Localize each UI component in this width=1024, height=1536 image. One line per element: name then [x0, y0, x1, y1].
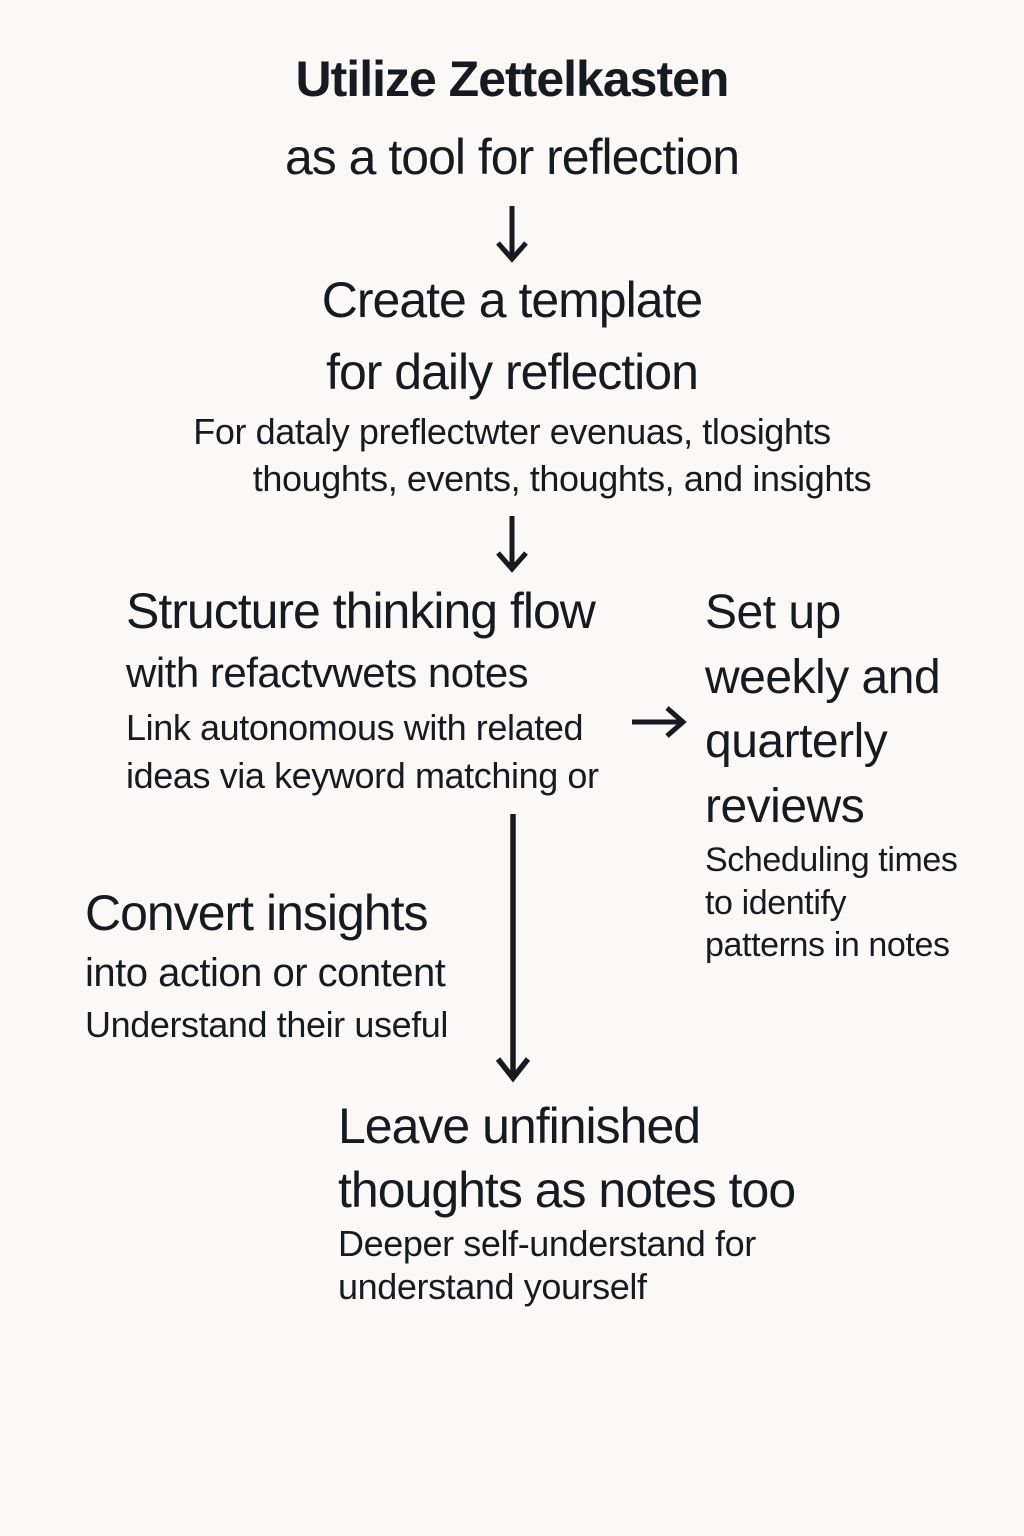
node-desc-line: patterns in notes: [705, 926, 950, 964]
node-desc-line: Deeper self-understand for: [338, 1223, 756, 1264]
node-title-line: as a tool for reflection: [284, 129, 740, 185]
node-title-line: thoughts as notes too: [338, 1162, 796, 1218]
flow-node-structure: Structure thinking flow with refactvwets…: [126, 580, 599, 800]
flow-node-utilize: Utilize Zettelkasten as a tool for refle…: [0, 40, 1024, 196]
node-title-line: weekly and: [705, 650, 941, 704]
node-desc-line: Scheduling times: [705, 841, 958, 879]
arrow-right-icon: [630, 705, 690, 739]
node-title-line: Utilize Zettelkasten: [295, 51, 730, 107]
node-desc-line: Link autonomous with related: [126, 707, 584, 748]
node-desc-line: ideas via keyword matching or: [126, 755, 599, 796]
node-title-line: into action or content: [85, 951, 446, 995]
flow-node-create-template: Create a template for daily reflection F…: [0, 264, 1024, 502]
node-title-line: for daily reflection: [326, 344, 699, 400]
node-desc-line: thoughts, events, thoughts, and insights: [252, 458, 872, 499]
node-desc-line: Understand their useful: [85, 1004, 449, 1045]
node-title-line: Structure thinking flow: [126, 583, 596, 639]
arrow-down-long-icon: [495, 812, 531, 1084]
flow-node-leave: Leave unfinished thoughts as notes too D…: [338, 1094, 796, 1308]
node-title-line: Set up: [705, 586, 841, 639]
flow-node-reviews: Set up weekly and quarterly reviews Sche…: [705, 581, 958, 967]
node-title-line: reviews: [705, 779, 865, 833]
node-title-line: Create a template: [321, 272, 703, 328]
node-desc-line: For dataly preflectwter evenuas, tlosigh…: [193, 411, 831, 452]
node-title-line: quarterly: [705, 715, 888, 768]
node-desc-line: to identify: [705, 883, 847, 922]
node-title-line: with refactvwets notes: [126, 649, 529, 696]
node-title-line: Leave unfinished: [338, 1098, 701, 1154]
arrow-down-icon: [495, 204, 529, 264]
arrow-down-icon: [495, 514, 529, 574]
node-title-line: Convert insights: [85, 885, 429, 941]
node-desc-line: understand yourself: [338, 1266, 647, 1307]
flow-node-convert: Convert insights into action or content …: [85, 883, 448, 1047]
